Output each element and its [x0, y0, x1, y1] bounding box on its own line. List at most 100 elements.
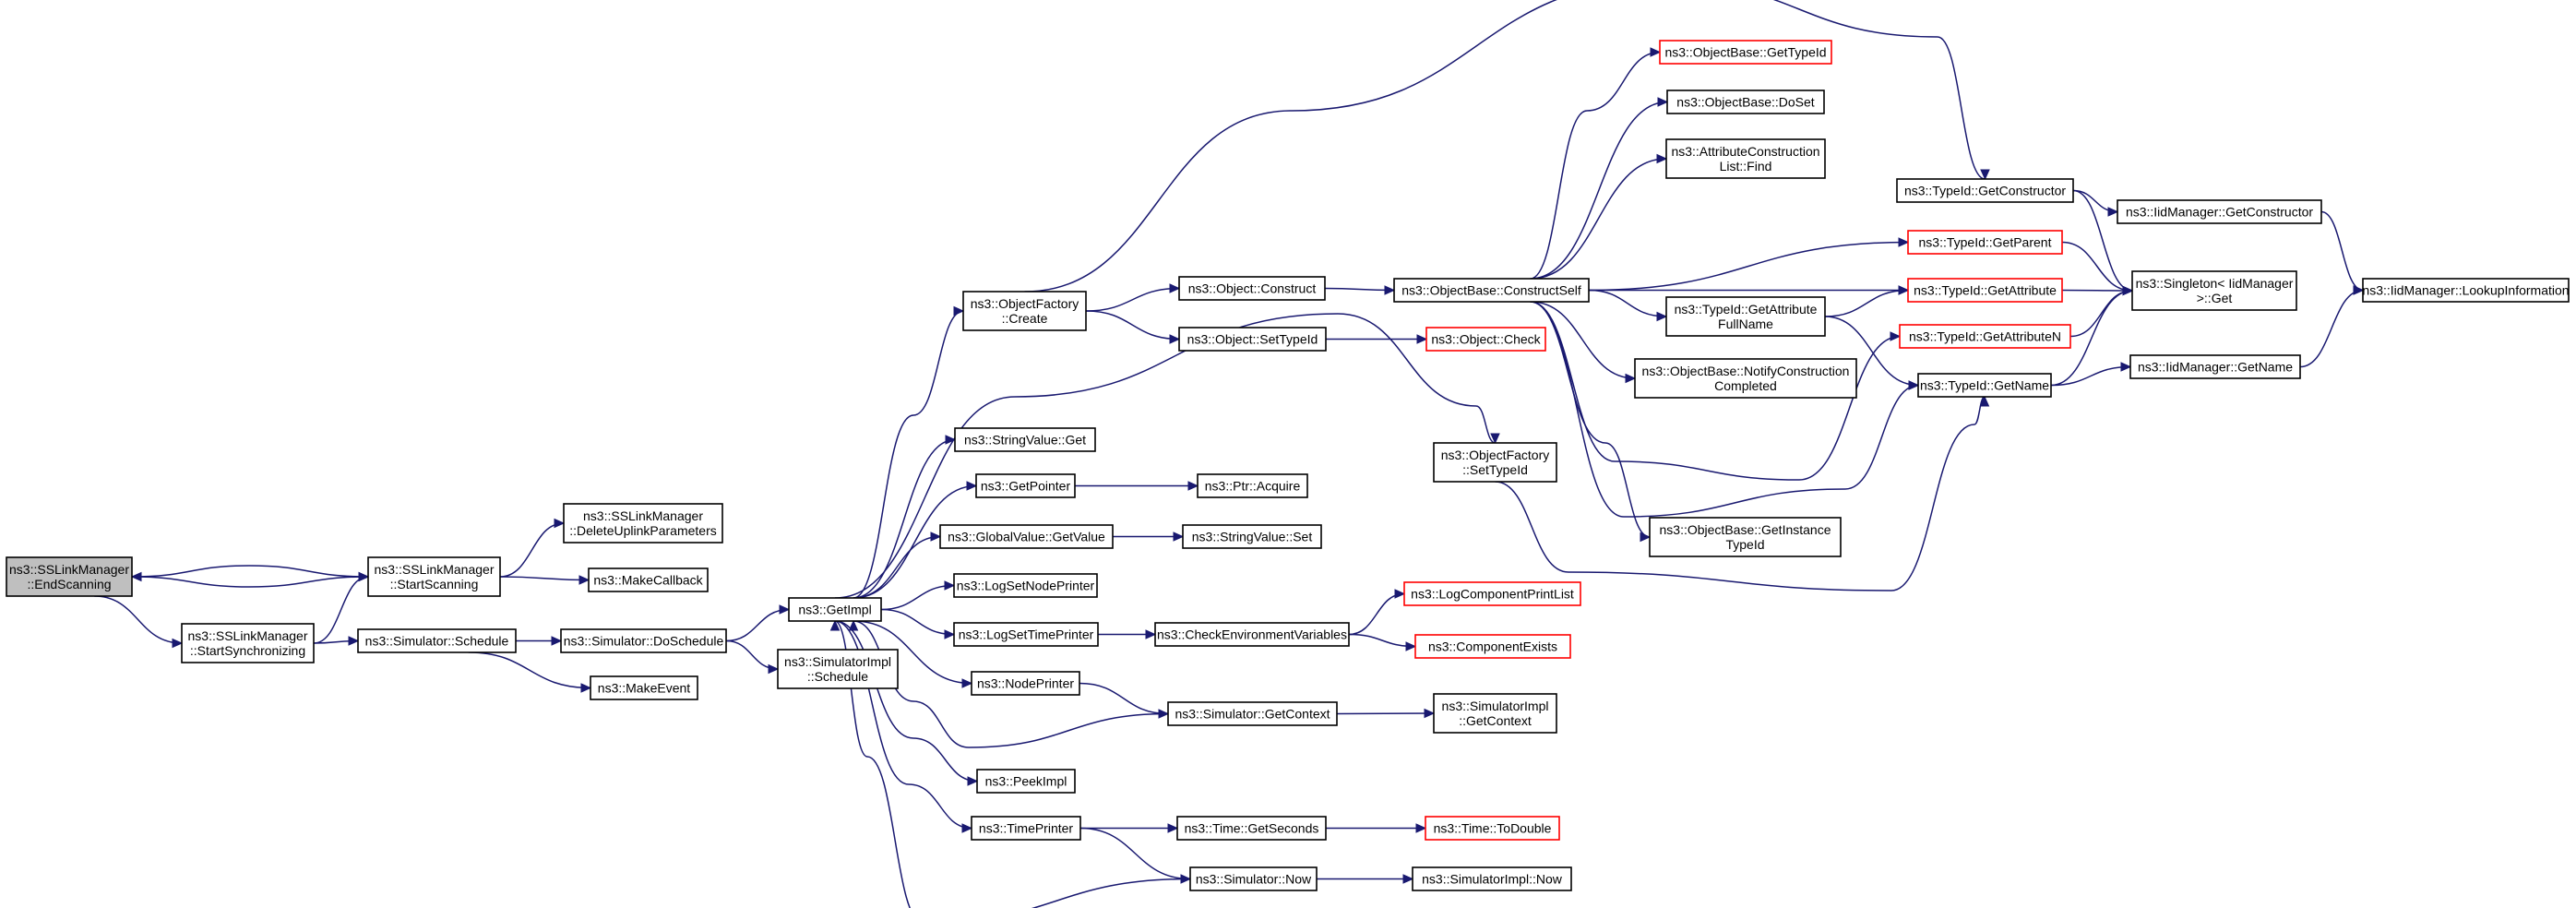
node-box: [1182, 524, 1322, 549]
node-label: List::Find: [1720, 159, 1772, 173]
arrowhead-getimpl-to-stringvalue_get: [945, 435, 957, 445]
node-object-construct[interactable]: ns3::Object::Construct: [1178, 276, 1326, 301]
node-label: ns3::TypeId::GetAttribute: [1675, 302, 1818, 317]
node-objbase-notify[interactable]: ns3::ObjectBase::NotifyConstructionCompl…: [1634, 358, 1857, 399]
node-label: ns3::ObjectBase::GetInstance: [1660, 522, 1831, 537]
node-label: ns3::Simulator::GetContext: [1175, 707, 1330, 722]
node-timeprinter[interactable]: ns3::TimePrinter: [971, 816, 1081, 841]
node-start-sync[interactable]: ns3::SSLinkManager::StartSynchronizing: [181, 623, 315, 663]
node-box: [1659, 40, 1832, 65]
node-nodeprinter[interactable]: ns3::NodePrinter: [971, 671, 1080, 696]
node-time-todouble[interactable]: ns3::Time::ToDouble: [1425, 816, 1560, 841]
node-box: [367, 556, 501, 597]
node-label: ns3::GetImpl: [798, 603, 871, 617]
node-iidmgr-lookup[interactable]: ns3::IidManager::LookupInformation: [2362, 278, 2570, 303]
node-sim-schedule[interactable]: ns3::Simulator::Schedule: [357, 628, 517, 653]
arrowhead-start_scanning-to-make_callback: [578, 575, 590, 585]
arrowhead-sim_schedule-to-sim_doschedule: [551, 636, 563, 646]
node-typeid-getattribute[interactable]: ns3::TypeId::GetAttribute: [1907, 278, 2063, 303]
edge-typeid_getattrfullname-to-typeid_getname: [1824, 316, 1919, 387]
node-label: ns3::PeekImpl: [985, 774, 1067, 789]
node-getpointer[interactable]: ns3::GetPointer: [975, 473, 1076, 498]
node-constructself[interactable]: ns3::ObjectBase::ConstructSelf: [1393, 278, 1590, 303]
node-stringvalue-set[interactable]: ns3::StringValue::Set: [1182, 524, 1322, 549]
node-box: [1634, 358, 1857, 399]
node-box: [953, 573, 1098, 598]
node-time-getseconds[interactable]: ns3::Time::GetSeconds: [1176, 816, 1327, 841]
node-peekimpl[interactable]: ns3::PeekImpl: [976, 769, 1076, 794]
arrowhead-objfactory_settypeid-to-typeid_getname: [1979, 395, 1990, 407]
node-start-scanning[interactable]: ns3::SSLinkManager::StartScanning: [367, 556, 501, 597]
node-typeid-getparent[interactable]: ns3::TypeId::GetParent: [1907, 230, 2063, 255]
node-label: ns3::Object::SetTypeId: [1187, 332, 1318, 347]
edge-getimpl-to-logsettimeprinter: [880, 608, 955, 636]
node-end-scanning[interactable]: ns3::SSLinkManager::EndScanning: [6, 556, 133, 597]
node-simimpl-schedule[interactable]: ns3::SimulatorImpl::Schedule: [777, 649, 899, 689]
node-box: [1167, 701, 1338, 726]
node-iidmgr-getconstructor[interactable]: ns3::IidManager::GetConstructor: [2117, 199, 2322, 224]
edge-constructself-to-objbase_notify: [1530, 301, 1636, 379]
node-label: ::Schedule: [807, 669, 868, 684]
node-objbase-doset[interactable]: ns3::ObjectBase::DoSet: [1666, 90, 1825, 114]
node-simimpl-getcontext[interactable]: ns3::SimulatorImpl::GetContext: [1433, 693, 1557, 734]
node-make-callback[interactable]: ns3::MakeCallback: [588, 568, 709, 592]
node-iidmgr-getname[interactable]: ns3::IidManager::GetName: [2129, 354, 2301, 379]
arrowhead-end_scanning-to-start_sync: [172, 638, 184, 649]
node-typeid-getconstructor[interactable]: ns3::TypeId::GetConstructor: [1896, 178, 2074, 203]
node-singleton-get[interactable]: ns3::Singleton< IidManager >::Get: [2131, 270, 2297, 311]
node-objfactory-settypeid[interactable]: ns3::ObjectFactory::SetTypeId: [1433, 442, 1557, 483]
arrowhead-start_scanning-to-delete_uplink: [554, 518, 566, 529]
node-box: [1154, 622, 1350, 647]
node-globalvalue-getvalue[interactable]: ns3::GlobalValue::GetValue: [939, 524, 1114, 549]
node-ptr-acquire[interactable]: ns3::Ptr::Acquire: [1197, 473, 1308, 498]
node-objfactory-create[interactable]: ns3::ObjectFactory::Create: [962, 291, 1087, 331]
node-typeid-getattributen[interactable]: ns3::TypeId::GetAttributeN: [1899, 324, 2071, 349]
node-label: ns3::Simulator::Now: [1196, 872, 1312, 887]
node-logsettimeprinter[interactable]: ns3::LogSetTimePrinter: [953, 622, 1099, 647]
node-label: Completed: [1714, 378, 1777, 393]
node-label: ::StartSynchronizing: [190, 643, 305, 658]
node-check-env[interactable]: ns3::CheckEnvironmentVariables: [1154, 622, 1350, 647]
node-typeid-getname[interactable]: ns3::TypeId::GetName: [1917, 373, 2052, 398]
edge-constructself-to-objbase_doset: [1530, 101, 1668, 280]
node-box: [1917, 373, 2052, 398]
node-objbase-gettypeid[interactable]: ns3::ObjectBase::GetTypeId: [1659, 40, 1832, 65]
node-stringvalue-get[interactable]: ns3::StringValue::Get: [954, 427, 1096, 452]
node-sim-getcontext[interactable]: ns3::Simulator::GetContext: [1167, 701, 1338, 726]
edge-objfactory_create-to-typeid_getconstructor: [1024, 0, 1986, 293]
node-simimpl-now[interactable]: ns3::SimulatorImpl::Now: [1412, 866, 1572, 891]
arrowhead-getimpl-to-timeprinter: [961, 823, 973, 833]
node-label: ns3::Singleton< IidManager: [2136, 276, 2294, 291]
call-nodes: ns3::SSLinkManager::EndScanningns3::SSLi…: [6, 40, 2570, 891]
edge-iidmgr_getname-to-iidmgr_lookup: [2299, 289, 2364, 368]
edge-check_env-to-log_comp_printlist: [1348, 592, 1405, 636]
edge-constructself-to-objbase_gettypeid: [1530, 51, 1661, 280]
arrowhead-typeid_getname-to-iidmgr_getname: [2120, 362, 2132, 372]
node-getimpl[interactable]: ns3::GetImpl: [788, 597, 882, 622]
arrowhead-typeid_getattrfullname-to-typeid_getname: [1908, 380, 1920, 390]
node-sim-now[interactable]: ns3::Simulator::Now: [1189, 866, 1318, 891]
edge-nodeprinter-to-sim_getcontext: [1079, 682, 1169, 715]
edge-object_construct-to-constructself: [1324, 287, 1395, 292]
node-box: [939, 524, 1114, 549]
node-make-event[interactable]: ns3::MakeEvent: [590, 675, 698, 700]
node-log-comp-printlist[interactable]: ns3::LogComponentPrintList: [1403, 581, 1581, 606]
node-label: ns3::SimulatorImpl: [784, 654, 891, 669]
arrowhead-timeprinter-to-time_getseconds: [1167, 823, 1179, 833]
arrowhead-object_construct-to-constructself: [1384, 285, 1396, 295]
node-delete-uplink[interactable]: ns3::SSLinkManager::DeleteUplinkParamete…: [563, 503, 723, 544]
node-logsetnodeprinter[interactable]: ns3::LogSetNodePrinter: [953, 573, 1098, 598]
node-sim-doschedule[interactable]: ns3::Simulator::DoSchedule: [560, 628, 727, 653]
node-object-settypeid[interactable]: ns3::Object::SetTypeId: [1178, 327, 1327, 352]
node-box: [1907, 230, 2063, 255]
node-object-check[interactable]: ns3::Object::Check: [1425, 327, 1546, 352]
node-label: ns3::LogSetTimePrinter: [959, 627, 1094, 642]
node-component-exists[interactable]: ns3::ComponentExists: [1414, 634, 1571, 659]
node-label: ns3::MakeCallback: [593, 573, 703, 588]
node-label: ns3::MakeEvent: [598, 681, 690, 696]
arrowhead-constructself-to-typeid_getattrfullname: [1656, 311, 1668, 322]
node-box: [1907, 278, 2063, 303]
